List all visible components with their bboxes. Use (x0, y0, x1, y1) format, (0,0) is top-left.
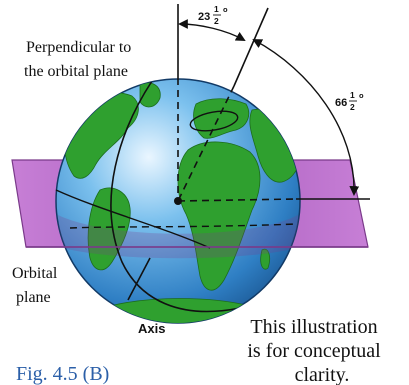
earth-center-dot (174, 197, 182, 205)
svg-text:66: 66 (335, 97, 347, 109)
svg-text:1: 1 (214, 4, 219, 14)
axis-label: Axis (138, 321, 165, 336)
plane-angle-label: 66 1 2 o (335, 90, 364, 112)
conceptual-note: This illustration is for conceptual clar… (247, 316, 381, 385)
svg-text:clarity.: clarity. (295, 364, 350, 385)
svg-text:2: 2 (214, 16, 219, 26)
tilt-angle-label: 23 1 2 o (198, 4, 228, 26)
svg-text:is for conceptual: is for conceptual (247, 340, 381, 362)
svg-text:This illustration: This illustration (250, 316, 377, 338)
svg-text:1: 1 (350, 90, 355, 100)
tilt-angle-arc (180, 24, 244, 40)
svg-text:2: 2 (350, 102, 355, 112)
antarctica-landmass (110, 299, 250, 341)
svg-text:o: o (223, 5, 228, 14)
svg-text:23: 23 (198, 11, 210, 23)
perpendicular-label-line1: Perpendicular to (26, 39, 131, 56)
orbital-plane-label-line1: Orbital (12, 265, 58, 282)
svg-text:o: o (359, 91, 364, 100)
earth-axis-top (234, 8, 268, 86)
figure-caption: Fig. 4.5 (B) (16, 363, 109, 385)
perpendicular-label-line2: the orbital plane (24, 63, 128, 80)
orbital-plane-label-line2: plane (16, 289, 51, 306)
